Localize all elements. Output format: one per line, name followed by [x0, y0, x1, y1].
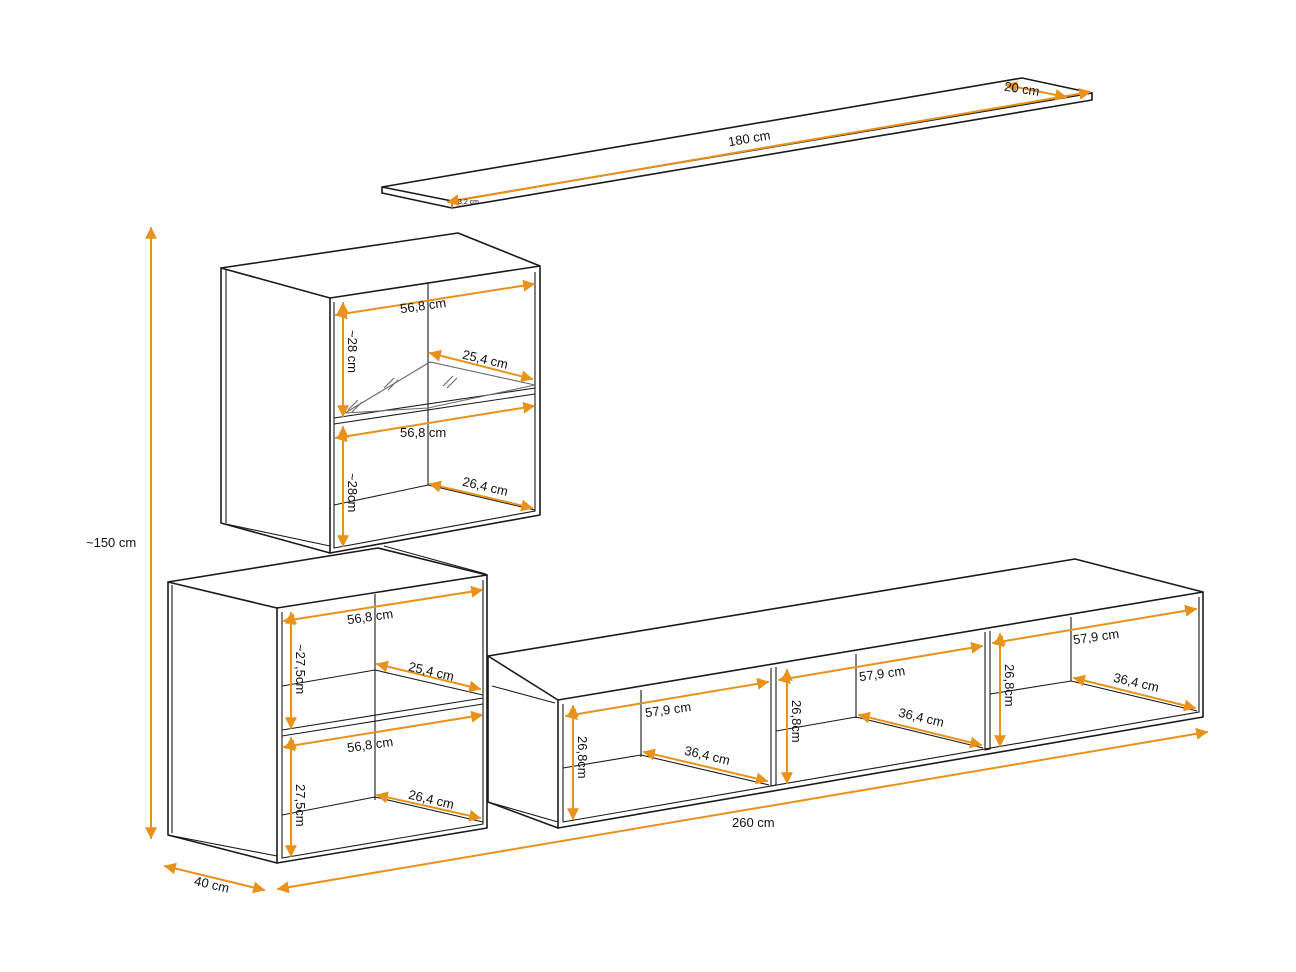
tv1-width-dimension — [564, 677, 770, 721]
tv2-width-label: 57,9 cm — [858, 663, 906, 684]
tv-lowboard — [487, 558, 1204, 829]
tv2-width-dimension — [777, 641, 984, 685]
upper-bottom-width-label: 56,8 cm — [400, 425, 446, 440]
upper-wall-cabinet — [220, 232, 541, 554]
lower-cabinet — [167, 547, 488, 864]
tv2-height-label: 26,8cm — [789, 700, 804, 743]
total-width-dimension — [276, 727, 1209, 894]
lower-top-height-label: ~27,5cm — [293, 644, 308, 694]
tv1-depth-label: 36,4 cm — [683, 743, 731, 768]
tv3-width-dimension — [991, 604, 1198, 648]
tv3-width-label: 57,9 cm — [1072, 626, 1120, 647]
upper-top-depth-dimension — [428, 349, 534, 383]
tv1-height-label: 26,8cm — [575, 736, 590, 779]
tv3-depth-label: 36,4 cm — [1112, 670, 1160, 695]
depth-label: 40 cm — [193, 873, 231, 896]
lower-top-width-dimension — [282, 585, 484, 626]
depth-dimension — [163, 862, 266, 894]
cabinet-connector-line — [383, 545, 487, 575]
upper-top-width-dimension — [334, 279, 536, 320]
lower-top-depth-dimension — [375, 660, 482, 693]
shelf-length-label: 180 cm — [727, 127, 772, 149]
lower-bottom-width-label: 56,8 cm — [346, 734, 394, 755]
shelf-depth-dimension — [1004, 81, 1068, 101]
shelf-length-dimension — [446, 87, 1092, 207]
shelf-depth-label: 20 cm — [1003, 79, 1040, 99]
upper-top-height-label: ~28 cm — [345, 330, 360, 373]
tv3-height-label: 26,8cm — [1002, 664, 1017, 707]
lower-top-depth-label: 25,4 cm — [407, 659, 455, 684]
upper-bottom-width-dimension — [334, 401, 536, 443]
upper-top-width-label: 56,8 cm — [399, 295, 447, 316]
upper-bottom-height-label: ~28cm — [345, 473, 360, 512]
total-width-label: 260 cm — [732, 815, 775, 830]
tv1-width-label: 57,9 cm — [644, 699, 692, 720]
lower-bottom-height-label: 27,5cm — [293, 784, 308, 827]
upper-bottom-depth-dimension — [428, 480, 534, 512]
upper-bottom-depth-label: 26,4 cm — [461, 474, 509, 499]
shelf-thickness-label: 3,2 cm — [458, 199, 479, 206]
tv3-depth-dimension — [1072, 674, 1197, 712]
lower-top-width-label: 56,8 cm — [346, 606, 394, 627]
total-height-label: ~150 cm — [86, 535, 136, 550]
